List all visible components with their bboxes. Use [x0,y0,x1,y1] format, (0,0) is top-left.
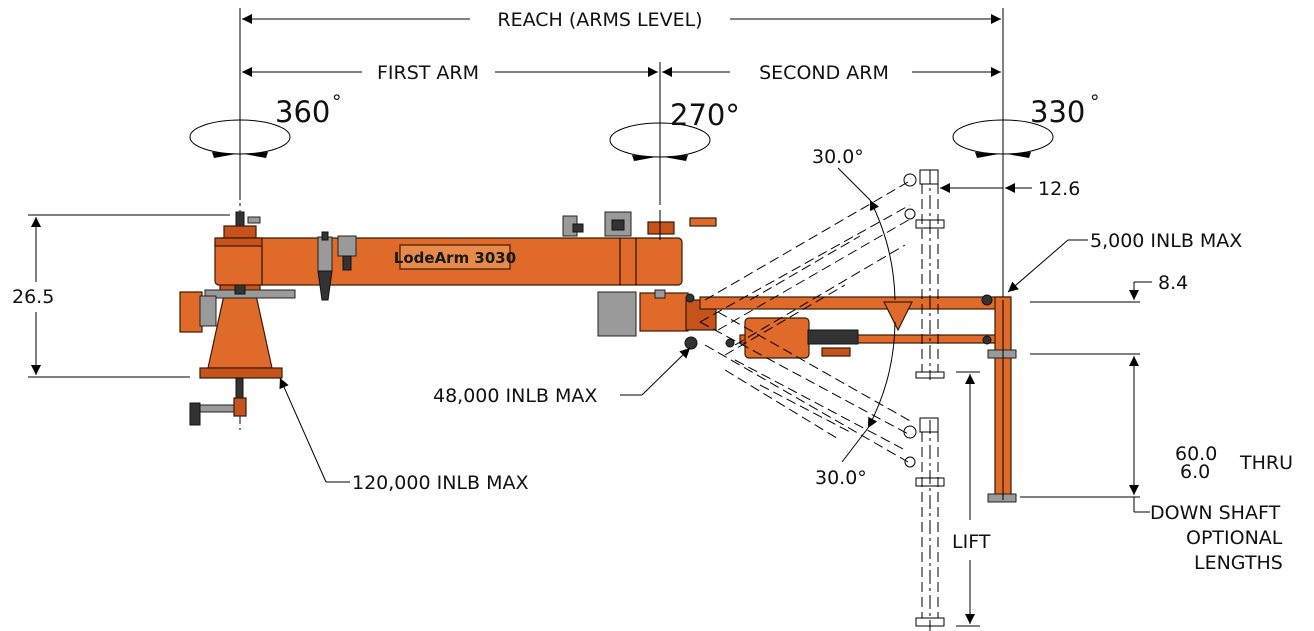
rotation-360-symbol: 360 ° [189,91,342,158]
first-arm-dimension: FIRST ARM [242,62,661,205]
first-arm-label: FIRST ARM [377,62,479,84]
shaft-max-label: 60.0 [1175,443,1217,465]
torque-120000-label: 120,000 INLB MAX [352,472,529,494]
rotation-270-symbol: 270° [609,98,740,161]
lift-dimension: LIFT [952,371,991,627]
rotation-270-label: 270° [670,98,740,132]
second-arm-label: SECOND ARM [759,62,889,84]
shaft-min-label: 6.0 [1180,461,1210,483]
base-column [179,185,296,430]
angle-up-label: 30.0° [812,146,864,168]
reach-label: REACH (ARMS LEVEL) [497,9,702,31]
height-265-dimension: 26.5 [12,214,230,378]
shaft-length-dimension: 60.0 6.0 THRU DOWN SHAFT OPTIONAL LENGTH… [1020,358,1293,574]
lodearm-logo: LodeArm 3030 [394,244,516,270]
rotation-360-degree: ° [332,91,342,113]
shaft-thru-label: THRU [1239,452,1293,474]
torque-5000-label: 5,000 INLB MAX [1090,230,1242,252]
lift-label: LIFT [952,531,991,553]
reach-dimension: REACH (ARMS LEVEL) [239,8,1004,300]
dim-84-dimension: 8.4 [1030,272,1188,374]
torque-48000-label: 48,000 INLB MAX [433,385,597,407]
shaft-line1-label: DOWN SHAFT [1150,502,1281,524]
rotation-330-symbol: 330 ° [952,91,1100,158]
down-shaft [987,296,1017,503]
torque-5000-callout: 5,000 INLB MAX [1007,230,1242,293]
second-arm-dimension: SECOND ARM [662,62,1001,84]
elbow-joint [597,289,717,350]
shaft-line3-label: LENGTHS [1194,552,1283,574]
torque-48000-callout: 48,000 INLB MAX [433,347,691,407]
second-arm-level [699,294,1011,359]
angle-up-dimension: 30.0° [812,146,896,301]
angle-down-dimension: 30.0° [815,321,896,489]
lodearm-logo-text: LodeArm 3030 [394,249,516,267]
rotation-360-label: 360 [275,95,330,129]
first-arm-body: LodeArm 3030 [214,210,717,301]
dim-84-label: 8.4 [1158,272,1188,294]
second-arm-up-phantom [699,169,945,380]
offset-126-label: 12.6 [1038,178,1080,200]
shaft-line2-label: OPTIONAL [1186,527,1283,549]
angle-down-label: 30.0° [815,467,867,489]
torque-120000-callout: 120,000 INLB MAX [279,377,529,494]
rotation-330-degree: ° [1090,91,1100,113]
offset-126-dimension: 12.6 [940,178,1080,200]
height-265-label: 26.5 [12,286,54,308]
rotation-330-label: 330 [1030,95,1085,129]
